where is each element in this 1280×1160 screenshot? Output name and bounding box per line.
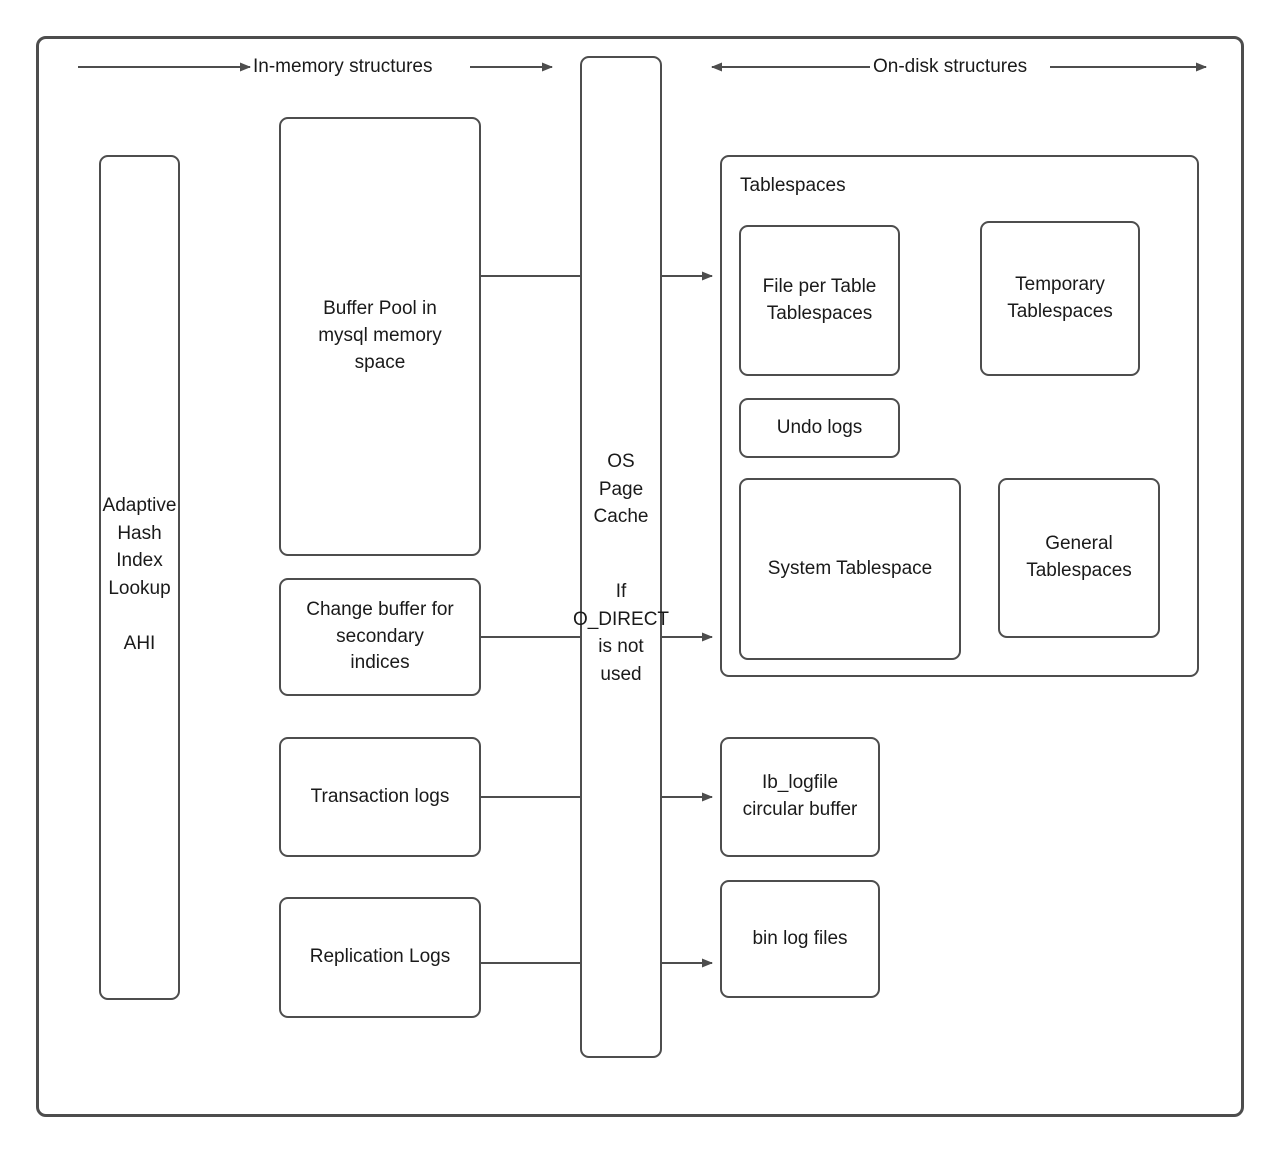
node-undo-logs[interactable]: Undo logs	[739, 398, 900, 458]
node-adaptive-hash-index[interactable]	[99, 155, 180, 1000]
container-tablespaces-title: Tablespaces	[740, 175, 846, 196]
node-file-per-table-tablespaces[interactable]: File per Table Tablespaces	[739, 225, 900, 376]
node-os-page-cache[interactable]	[580, 56, 662, 1058]
node-system-tablespace[interactable]: System Tablespace	[739, 478, 961, 660]
node-change-buffer[interactable]: Change buffer for secondary indices	[279, 578, 481, 696]
node-temporary-tablespaces[interactable]: Temporary Tablespaces	[980, 221, 1140, 376]
node-general-tablespaces[interactable]: General Tablespaces	[998, 478, 1160, 638]
section-label-on-disk: On-disk structures	[873, 56, 1028, 77]
node-replication-logs[interactable]: Replication Logs	[279, 897, 481, 1018]
node-bin-log-files[interactable]: bin log files	[720, 880, 880, 998]
node-transaction-logs[interactable]: Transaction logs	[279, 737, 481, 857]
diagram-outer-frame	[36, 36, 1244, 1117]
node-ib-logfile[interactable]: Ib_logfile circular buffer	[720, 737, 880, 857]
section-label-in-memory: In-memory structures	[253, 56, 433, 77]
node-buffer-pool[interactable]: Buffer Pool in mysql memory space	[279, 117, 481, 556]
